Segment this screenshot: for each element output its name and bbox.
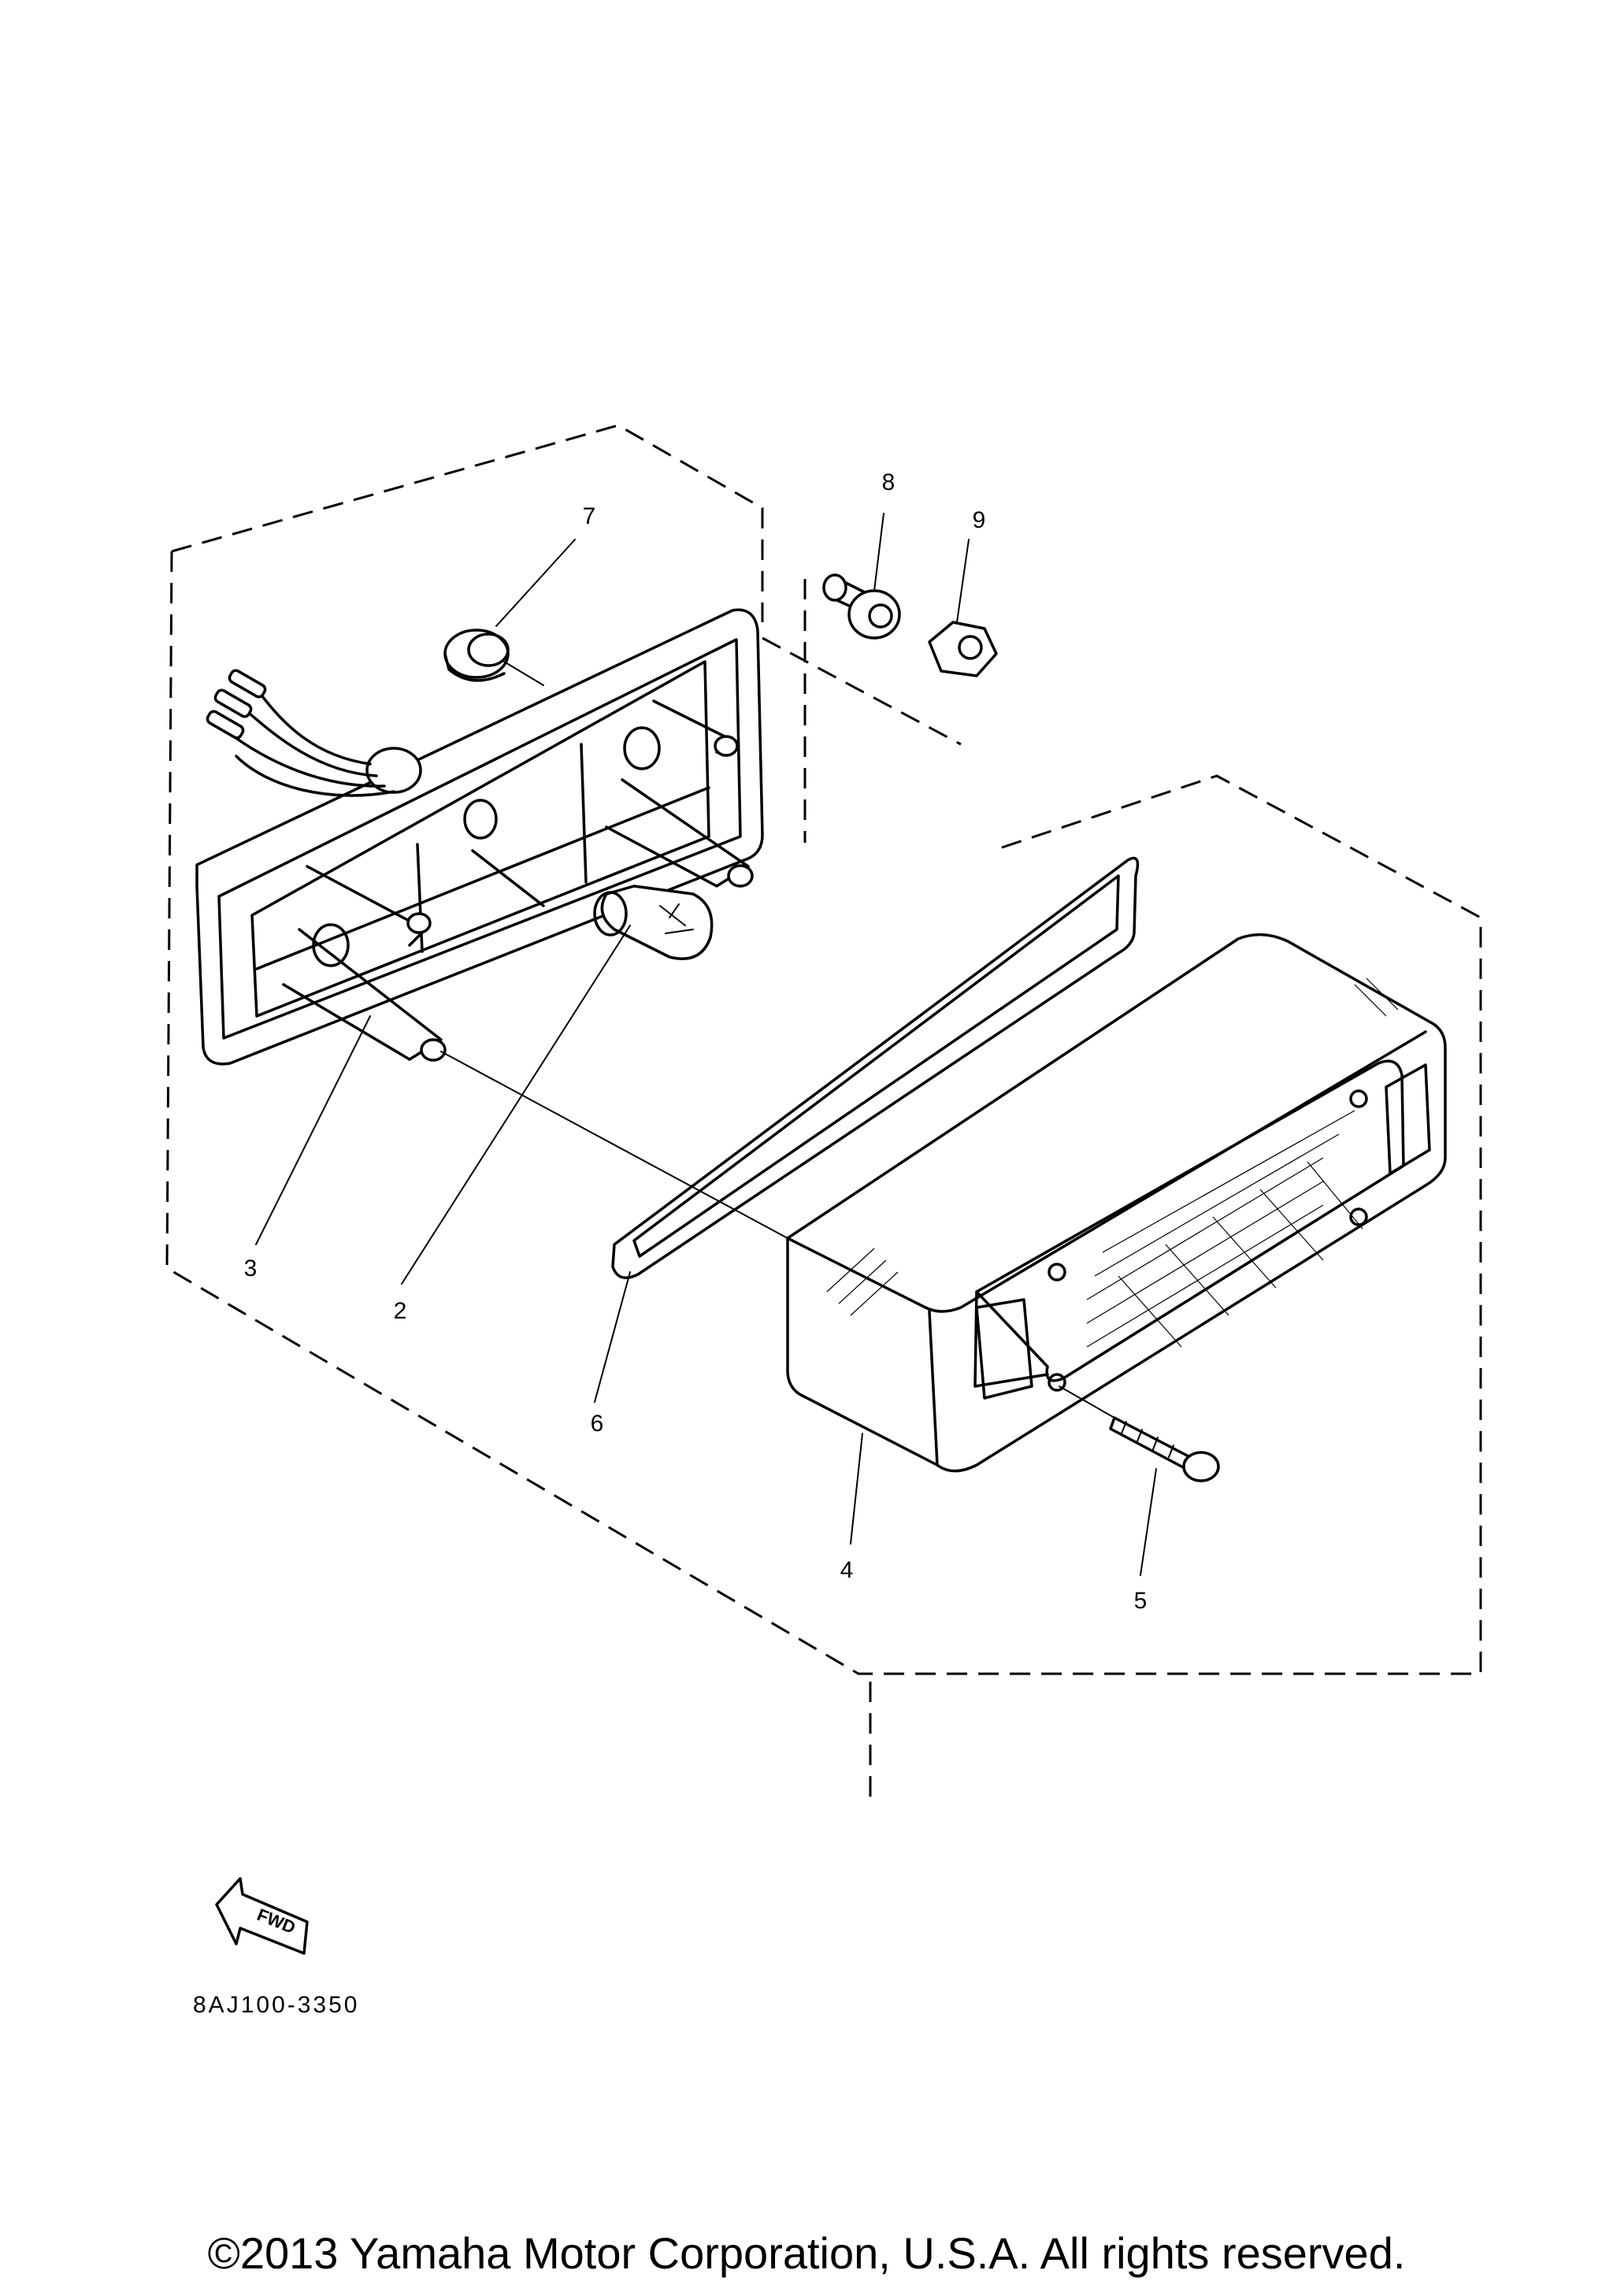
forward-direction-arrow: FWD — [215, 1877, 309, 1955]
copyright-notice: ©2013 Yamaha Motor Corporation, U.S.A. A… — [208, 2228, 1406, 2278]
callout-6: 6 — [591, 1411, 604, 1437]
bulb-part-2 — [593, 885, 714, 960]
callout-2: 2 — [394, 1298, 407, 1324]
callout-4: 4 — [840, 1557, 854, 1583]
callout-7: 7 — [583, 503, 596, 529]
nut-part-9 — [928, 621, 998, 677]
callout-8: 8 — [882, 469, 895, 495]
grommet-part-7 — [443, 629, 510, 682]
figure-code: 8AJ100-3350 — [193, 1992, 359, 2018]
callout-9: 9 — [973, 507, 986, 533]
lens-texture — [826, 977, 1399, 1348]
gasket-part-6 — [611, 856, 1140, 1279]
lens-part-4 — [786, 933, 1447, 1473]
taillight-housing — [195, 608, 764, 1066]
screw-part-5 — [1109, 1416, 1220, 1482]
alignment-lines — [440, 661, 1115, 1419]
callout-5: 5 — [1134, 1588, 1148, 1614]
assembly-boundary — [165, 424, 1482, 1804]
callout-3: 3 — [244, 1256, 258, 1282]
leader-lines — [255, 513, 1157, 1576]
callout-labels: 7 8 9 3 2 6 4 5 — [244, 469, 1148, 1614]
collar-part-8 — [822, 573, 901, 640]
